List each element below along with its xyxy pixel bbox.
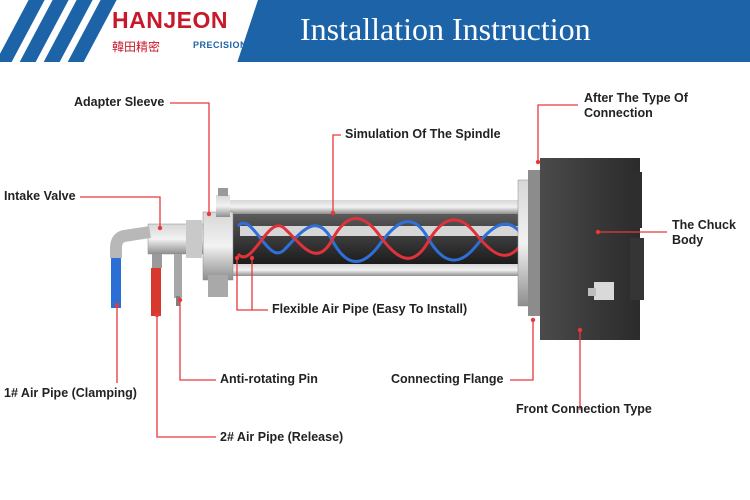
label-connecting-flange: Connecting Flange [391,372,504,386]
brand-logo: HANJEON [112,7,228,33]
label-flexible-air-pipe: Flexible Air Pipe (Easy To Install) [272,302,468,316]
label-after-type-line2: Connection [584,106,653,120]
leader-intake-valve [80,196,161,228]
leader-flexible-pipe-2 [236,258,252,311]
label-air-pipe-clamping: 1# Air Pipe (Clamping) [4,386,137,400]
leader-spindle [332,134,341,213]
intake-valve [110,220,204,316]
connecting-flange [517,170,540,316]
label-intake-valve: Intake Valve [4,189,76,203]
label-anti-rotating-pin: Anti-rotating Pin [220,372,318,386]
leader-dots [114,159,601,333]
leader-air-pipe-release [156,315,216,438]
page-title: Installation Instruction [300,11,591,47]
installation-diagram [80,102,667,438]
header-bar: HANJEON 韓田精密 PRECISION Installation Inst… [0,0,750,62]
label-air-pipe-release: 2# Air Pipe (Release) [220,430,344,444]
leader-anti-rotating-pin [179,300,216,381]
label-simulation-spindle: Simulation Of The Spindle [345,127,501,141]
leader-lines [80,102,667,438]
chuck-body [540,158,644,340]
label-chuck-body-line2: Body [672,233,704,247]
brand-chinese-name: 韓田精密 [112,40,161,54]
leader-after-type [537,104,578,162]
leader-connecting-flange [510,320,534,381]
brand-subtitle: PRECISION [193,40,248,50]
label-front-connection: Front Connection Type [516,402,652,416]
label-adapter-sleeve: Adapter Sleeve [74,95,165,109]
leader-adapter-sleeve [170,102,210,214]
label-chuck-body-line1: The Chuck [672,218,736,232]
flexible-air-pipes [236,217,522,263]
adapter-sleeve [202,188,234,297]
label-after-type-line1: After The Type Of [584,91,688,105]
